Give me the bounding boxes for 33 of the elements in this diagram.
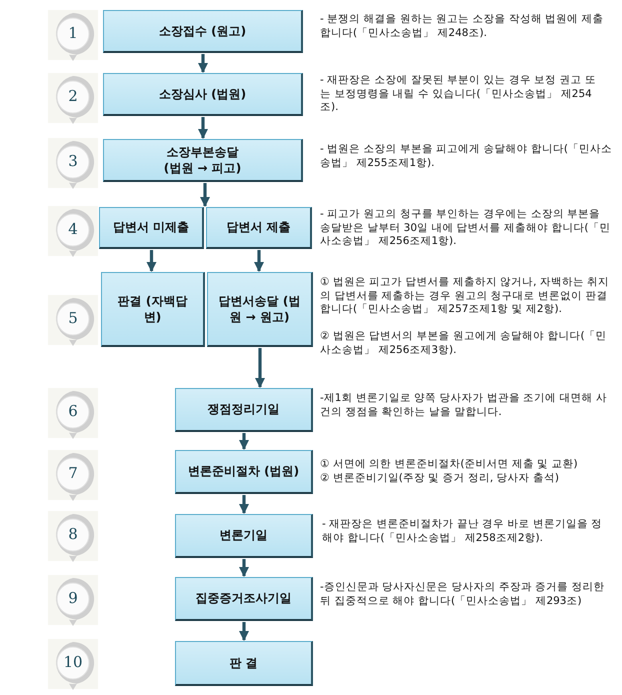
arrow: [198, 54, 208, 74]
process-box: 답변서송달 (법원 → 원고): [207, 272, 313, 347]
process-box: 변론기일: [175, 514, 313, 558]
description-text: ② 법원은 답변서의 부본을 원고에게 송달해야 합니다(「민사소송법」 제256조제3항).: [320, 330, 608, 358]
process-box: 판결 (자백답변): [101, 272, 205, 347]
arrow: [254, 348, 266, 388]
description-text: -제1회 변론기일로 양쪽 당사자가 법관을 조기에 대면해 사건의 쟁점을 확인하는 날을 말합니다.: [320, 392, 608, 420]
process-box: 소장부본송달 (법원 → 피고): [103, 139, 303, 182]
arrow: [254, 250, 264, 272]
arrow: [200, 183, 210, 208]
description-text: - 재판장은 변론준비절차가 끝난 경우 바로 변론기일을 정해야 합니다(「민사소송법」 제258조제2항).: [322, 518, 604, 546]
arrow: [238, 495, 250, 514]
arrow: [238, 433, 250, 450]
description-text: - 법원은 소장의 부본을 피고에게 송달해야 합니다(「민사소송법」 제255조제1항).: [320, 143, 613, 170]
process-box: 집중증거조사기일: [175, 577, 313, 621]
arrow: [146, 250, 157, 272]
process-box: 소장접수 (원고): [103, 10, 303, 53]
description-text: ① 서면에 의한 변론준비절차(준비서면 제출 및 교환): [320, 458, 579, 472]
description-text: - 피고가 원고의 청구를 부인하는 경우에는 소장의 부본을 송달받은 날부터 30일 내에 답변서를 제출해야 합니다(「민사소송법」 제256조제1항).: [320, 208, 612, 249]
process-box: 소장심사 (법원): [103, 73, 303, 116]
process-box: 쟁점정리기일: [175, 388, 313, 432]
process-box: 판 결: [175, 641, 313, 686]
process-box: 답변서 제출: [206, 207, 312, 249]
process-box: 답변서 미제출: [99, 207, 204, 249]
process-box: 변론준비절차 (법원): [175, 450, 313, 494]
arrow: [198, 117, 208, 140]
arrow: [238, 559, 250, 578]
description-text: - 분쟁의 해결을 원하는 원고는 소장을 작성해 법원에 제출합니다(「민사소송법」 제248조).: [320, 13, 604, 40]
description-text: - 재판장은 소장에 잘못된 부분이 있는 경우 보정 권고 또는 보정명령을 내릴 수 있습니다(「민사소송법」 제254조).: [320, 74, 597, 115]
description-text: ② 변론준비기일(주장 및 증거 정리, 당사자 출석): [320, 472, 560, 486]
arrow: [238, 622, 250, 642]
description-text: -증인신문과 당사자신문은 당사자의 주장과 증거를 정리한 뒤 집중적으로 해야 합니다(「민사소송법」 제293조): [320, 581, 606, 608]
description-text: ① 법원은 피고가 답변서를 제출하지 않거나, 자백하는 취지의 답변서를 제출하는 경우 원고의 청구대로 변론없이 판결합니다(「민사소송법」 제257조제1항 및 제2항).: [320, 276, 610, 317]
